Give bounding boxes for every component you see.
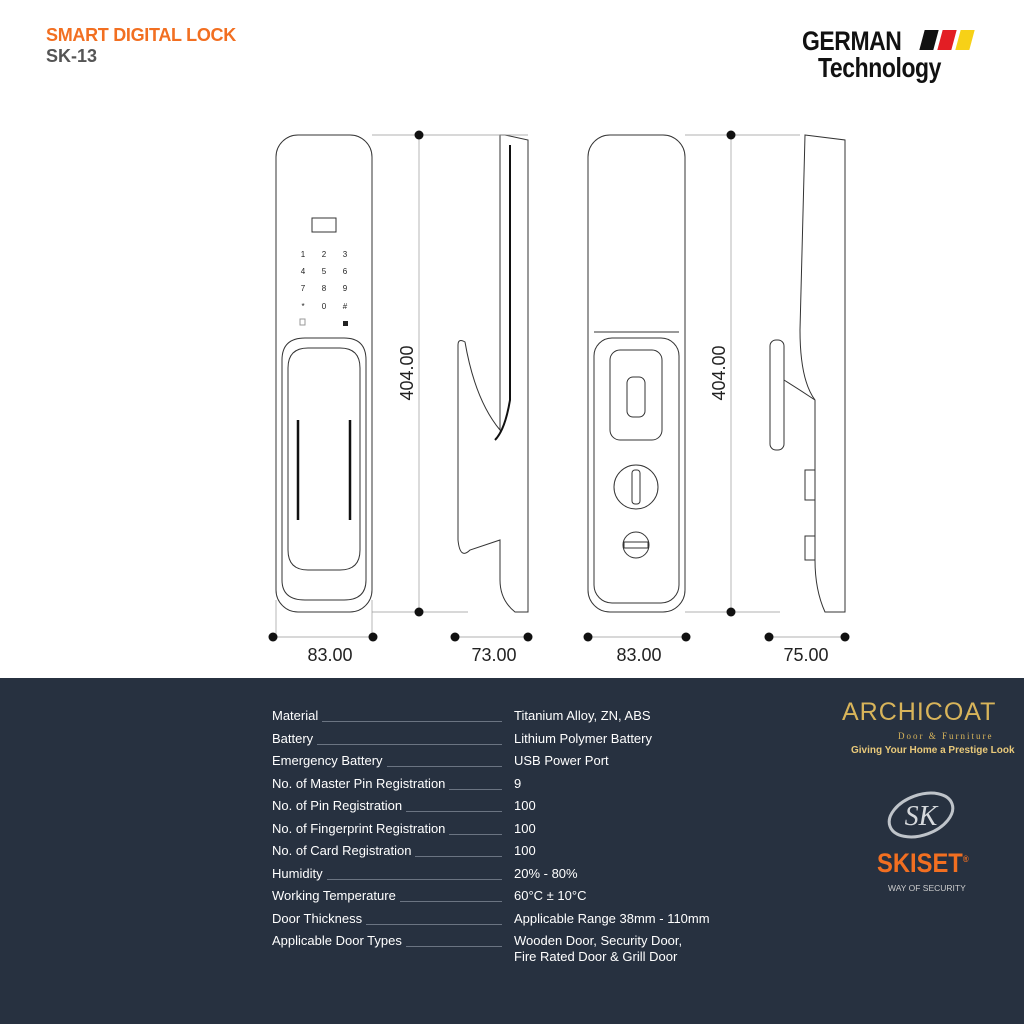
dimension-dots <box>268 130 850 642</box>
spec-value: USB Power Port <box>514 753 609 768</box>
skiset-monogram: SK <box>905 801 939 832</box>
spec-label: Battery <box>272 731 318 746</box>
spec-value: Wooden Door, Security Door,Fire Rated Do… <box>514 933 682 965</box>
key: 3 <box>343 250 348 259</box>
spec-row: Applicable Door Types Wooden Door, Securi… <box>272 933 732 969</box>
spec-panel <box>0 678 1024 1024</box>
dim-back-height: 404.00 <box>709 345 729 400</box>
back-view <box>587 134 686 613</box>
skiset-name: SKISET <box>877 848 963 878</box>
key: 8 <box>322 284 327 293</box>
product-title: SMART DIGITAL LOCK <box>46 25 236 45</box>
spec-row: Humidity 20% - 80% <box>272 866 732 886</box>
dim-front-depth: 73.00 <box>471 645 516 665</box>
spec-row: Emergency Battery USB Power Port <box>272 753 732 773</box>
keypad: 1 2 3 4 5 6 7 8 9 * 0 # <box>299 250 348 326</box>
spec-label: Door Thickness <box>272 911 367 926</box>
spec-label: No. of Master Pin Registration <box>272 776 450 791</box>
spec-row: Door Thickness Applicable Range 38mm - 11… <box>272 911 732 931</box>
skiset-tagline: WAY OF SECURITY <box>888 883 966 893</box>
lock-icon <box>343 321 348 326</box>
key: 5 <box>322 267 327 276</box>
archicoat-logo: ARCHICOAT Door & Furniture Giving Your H… <box>842 698 1015 756</box>
dimension-lines <box>273 134 845 638</box>
spec-label: Emergency Battery <box>272 753 387 768</box>
key: * <box>301 302 304 311</box>
spec-label: No. of Pin Registration <box>272 798 407 813</box>
spec-row: No. of Card Registration 100 <box>272 843 732 863</box>
spec-value: Lithium Polymer Battery <box>514 731 652 746</box>
key: 4 <box>301 267 306 276</box>
spec-value: 20% - 80% <box>514 866 578 881</box>
spec-label: Working Temperature <box>272 888 400 903</box>
spec-row: Working Temperature 60°C ± 10°C <box>272 888 732 908</box>
spec-row: No. of Master Pin Registration 9 <box>272 776 732 796</box>
dim-front-width: 83.00 <box>307 645 352 665</box>
archicoat-name: ARCHICOAT <box>842 698 997 726</box>
spec-row: No. of Fingerprint Registration 100 <box>272 821 732 841</box>
technical-drawing: 1 2 3 4 5 6 7 8 9 * 0 # <box>268 130 850 665</box>
badge-line1: GERMAN <box>802 26 902 56</box>
key: 7 <box>301 284 306 293</box>
skiset-registered: ® <box>962 854 969 864</box>
spec-label: No. of Card Registration <box>272 843 416 858</box>
key: # <box>343 302 348 311</box>
spec-value: 60°C ± 10°C <box>514 888 587 903</box>
key: 1 <box>301 250 306 259</box>
dim-back-width: 83.00 <box>616 645 661 665</box>
spec-value: 100 <box>514 821 536 836</box>
spec-row: Material Titanium Alloy, ZN, ABS <box>272 708 732 728</box>
skiset-monogram-icon: SK <box>887 791 955 839</box>
spec-label: No. of Fingerprint Registration <box>272 821 450 836</box>
spec-value-line1: Wooden Door, Security Door, <box>514 933 683 948</box>
bell-icon <box>299 318 306 326</box>
front-view <box>275 134 373 613</box>
dim-back-depth: 75.00 <box>783 645 828 665</box>
spec-label: Humidity <box>272 866 327 881</box>
spec-value: Applicable Range 38mm - 110mm <box>514 911 710 926</box>
dim-front-height: 404.00 <box>397 345 417 400</box>
key: 2 <box>322 250 327 259</box>
skiset-logo: SKISET® <box>877 848 969 879</box>
archicoat-sub: Door & Furniture <box>898 731 994 741</box>
spec-value-line2: Fire Rated Door & Grill Door <box>514 949 678 964</box>
side-view-1 <box>457 134 529 613</box>
spec-label: Applicable Door Types <box>272 933 406 948</box>
spec-value: 100 <box>514 843 536 858</box>
badge-line2: Technology <box>818 52 942 83</box>
spec-value: 100 <box>514 798 536 813</box>
spec-value: Titanium Alloy, ZN, ABS <box>514 708 651 723</box>
spec-label: Material <box>272 708 323 723</box>
product-model: SK-13 <box>46 46 98 66</box>
key: 6 <box>343 267 348 276</box>
spec-value: 9 <box>514 776 522 791</box>
key: 0 <box>322 302 327 311</box>
archicoat-tagline: Giving Your Home a Prestige Look <box>851 745 1015 756</box>
german-technology-badge: GERMAN Technology <box>802 26 982 86</box>
spec-row: Battery Lithium Polymer Battery <box>272 731 732 751</box>
key: 9 <box>343 284 348 293</box>
side-view-2 <box>769 134 846 613</box>
spec-row: No. of Pin Registration 100 <box>272 798 732 818</box>
